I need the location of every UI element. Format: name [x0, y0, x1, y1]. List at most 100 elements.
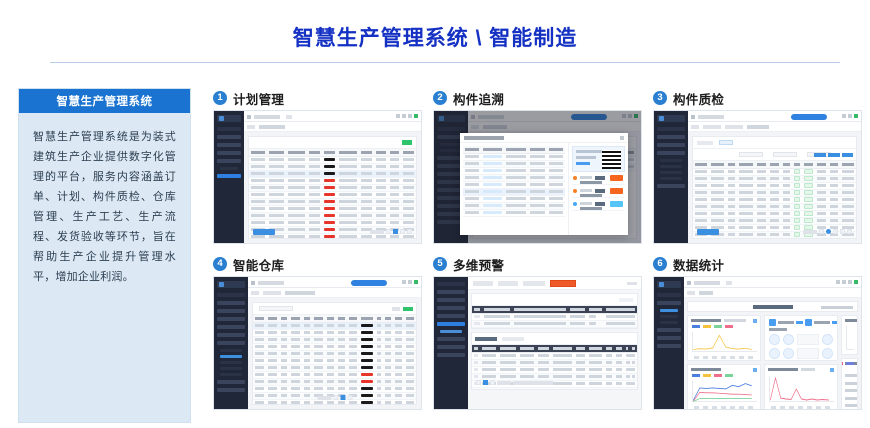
row-action-link[interactable] — [402, 207, 414, 210]
row-action-link[interactable] — [841, 177, 854, 180]
table-row[interactable] — [253, 343, 416, 351]
row-action-link[interactable] — [402, 235, 414, 238]
prev-page-button[interactable] — [819, 229, 824, 234]
tab-item[interactable] — [691, 125, 699, 129]
table-row[interactable] — [253, 399, 416, 404]
table-row[interactable] — [693, 203, 856, 211]
table-row[interactable] — [463, 209, 565, 217]
search-input[interactable] — [791, 113, 827, 120]
detail-tab-active[interactable] — [475, 337, 497, 341]
export-button[interactable] — [842, 153, 853, 157]
kpi-circle[interactable] — [822, 334, 833, 345]
prev-page-button[interactable] — [333, 395, 338, 400]
table-row[interactable] — [463, 195, 565, 203]
tab-item-active[interactable] — [285, 291, 315, 295]
table-row[interactable] — [693, 175, 856, 183]
next-page-button[interactable] — [347, 395, 352, 400]
reset-button[interactable] — [828, 153, 840, 157]
tab-item[interactable] — [703, 125, 721, 129]
table-row[interactable] — [249, 156, 416, 164]
chart-menu-icon[interactable] — [830, 368, 834, 372]
table-row[interactable] — [463, 174, 565, 182]
tab-item[interactable] — [247, 125, 255, 129]
chart-menu-icon[interactable] — [753, 368, 757, 372]
next-page-button[interactable] — [490, 380, 495, 385]
row-action-link[interactable] — [841, 170, 854, 173]
search-field[interactable] — [259, 306, 293, 311]
table-row[interactable] — [693, 217, 856, 225]
tab-item[interactable] — [687, 291, 695, 295]
row-action-link[interactable] — [841, 219, 854, 222]
table-row[interactable] — [253, 371, 416, 379]
pagination-controls[interactable] — [370, 229, 412, 234]
next-page-button[interactable] — [407, 229, 412, 234]
table-row[interactable] — [463, 160, 565, 168]
row-action-link[interactable] — [402, 221, 414, 224]
tab-overflow-icon[interactable] — [627, 282, 637, 285]
page-1-button[interactable] — [393, 229, 398, 234]
bulk-action-button[interactable] — [697, 229, 719, 235]
kpi-circle[interactable] — [783, 348, 794, 359]
page-3-button[interactable] — [840, 229, 845, 234]
trace-detail-modal[interactable] — [460, 133, 628, 235]
filter-chip-active[interactable] — [719, 140, 733, 145]
table-row[interactable] — [249, 233, 416, 238]
screenshot-multi-alert[interactable] — [433, 276, 642, 410]
search-input[interactable] — [571, 113, 607, 120]
kpi-circle[interactable] — [769, 348, 780, 359]
row-action-link[interactable] — [402, 179, 414, 182]
table-row[interactable] — [249, 212, 416, 220]
table-row[interactable] — [472, 387, 637, 389]
table-row[interactable] — [463, 188, 565, 196]
screenshot-component-trace[interactable] — [433, 110, 642, 244]
table-row[interactable] — [472, 320, 637, 328]
row-action-link[interactable] — [841, 198, 854, 201]
table-row[interactable] — [249, 177, 416, 185]
search-field[interactable] — [739, 152, 763, 157]
kpi-circle[interactable] — [822, 348, 833, 359]
row-action-link[interactable] — [402, 165, 414, 168]
table-row[interactable] — [463, 202, 565, 210]
row-action-link[interactable] — [841, 191, 854, 194]
pagination-controls[interactable] — [317, 395, 352, 400]
table-row[interactable] — [253, 329, 416, 337]
table-row[interactable] — [249, 191, 416, 199]
page-1-button[interactable] — [340, 395, 345, 400]
row-action-link[interactable] — [841, 184, 854, 187]
table-row[interactable] — [472, 313, 637, 321]
row-action-link[interactable] — [402, 186, 414, 189]
tab-item[interactable] — [498, 281, 518, 286]
table-row[interactable] — [253, 322, 416, 330]
next-page-button[interactable] — [847, 229, 852, 234]
detail-tab[interactable] — [502, 337, 524, 341]
row-action-link[interactable] — [402, 158, 414, 161]
kpi-circle[interactable] — [769, 334, 780, 345]
table-row[interactable] — [472, 373, 637, 381]
row-action-link[interactable] — [402, 172, 414, 175]
tab-item[interactable] — [473, 281, 493, 286]
table-row[interactable] — [463, 181, 565, 189]
tab-item-active[interactable] — [259, 125, 285, 129]
table-row[interactable] — [472, 366, 637, 374]
tab-item-alert-active[interactable] — [550, 280, 576, 287]
search-input[interactable] — [351, 279, 387, 286]
tab-item[interactable] — [725, 125, 743, 129]
prev-page-button[interactable] — [476, 380, 481, 385]
table-row[interactable] — [253, 385, 416, 393]
table-row[interactable] — [249, 170, 416, 178]
row-action-link[interactable] — [841, 226, 854, 229]
table-row[interactable] — [249, 163, 416, 171]
table-row[interactable] — [253, 336, 416, 344]
screenshot-component-inspection[interactable] — [653, 110, 862, 244]
kpi-circle[interactable] — [783, 334, 794, 345]
export-button[interactable] — [402, 140, 412, 145]
row-action-link[interactable] — [841, 212, 854, 215]
refresh-button[interactable] — [619, 298, 633, 302]
table-row[interactable] — [253, 350, 416, 358]
tab-item-active[interactable] — [747, 125, 769, 129]
chart-menu-icon[interactable] — [753, 319, 757, 323]
row-action-link[interactable] — [841, 233, 854, 236]
row-action-link[interactable] — [402, 193, 414, 196]
page-2-button[interactable] — [400, 229, 405, 234]
table-row[interactable] — [472, 359, 637, 367]
